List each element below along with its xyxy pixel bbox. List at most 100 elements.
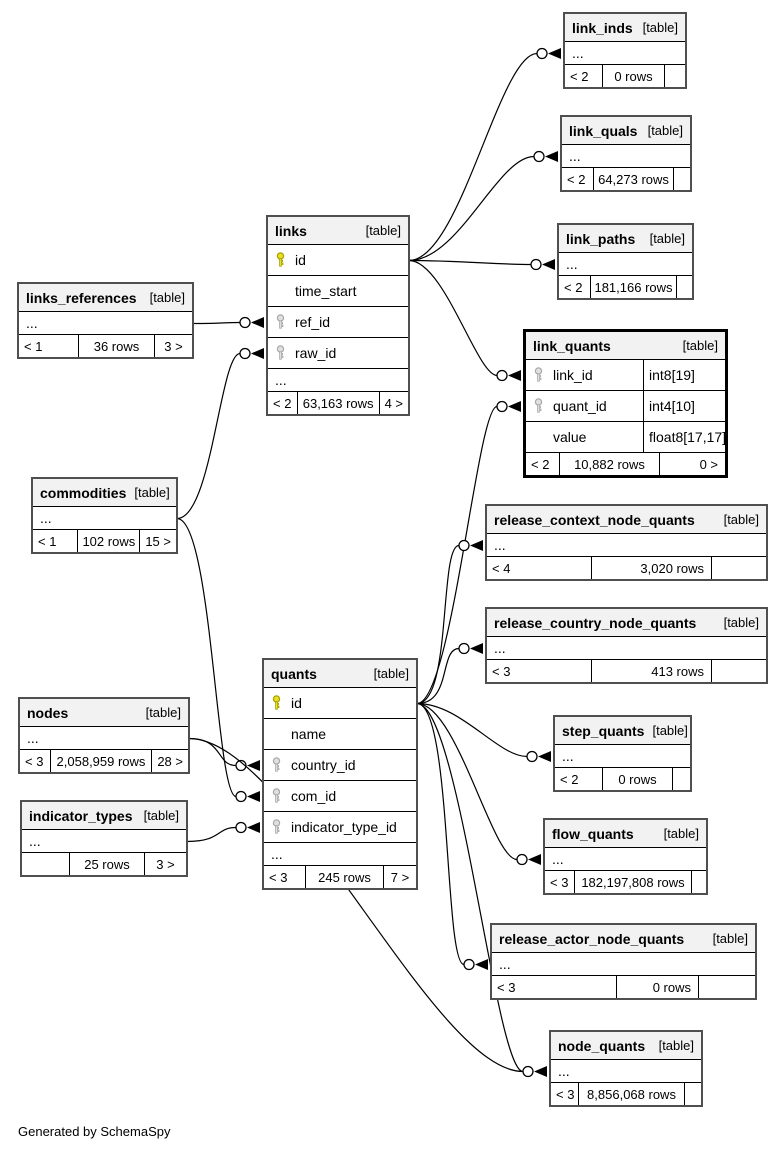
table-header-commodities[interactable]: commodities[table]	[33, 479, 176, 507]
links-column-ref_id: ref_id	[268, 307, 408, 338]
footer-row-count: 8,856,068 rows	[579, 1083, 685, 1105]
footer-row-count: 0 rows	[617, 976, 699, 998]
links_references-collapsed-columns: ...	[19, 312, 192, 335]
links-column-id: id	[268, 245, 408, 276]
fk-edge-commodities-~-to-quants-com_id	[176, 517, 237, 798]
quants-column-com_id: com_id	[264, 781, 416, 812]
column-cell: name	[264, 719, 416, 749]
footer-row-count: 0 rows	[603, 65, 665, 87]
footer-parents-count: < 4	[487, 557, 592, 579]
table-header-link_paths[interactable]: link_paths[table]	[559, 225, 692, 253]
footer-row-count: 245 rows	[306, 866, 384, 888]
release_context_node_quants-collapsed-columns: ...	[487, 534, 766, 557]
table-header-release_context_node_quants[interactable]: release_context_node_quants[table]	[487, 506, 766, 534]
footer-parents-count: < 2	[526, 453, 560, 475]
cardinality-circle-icon	[536, 47, 548, 60]
table-header-flow_quants[interactable]: flow_quants[table]	[545, 820, 706, 848]
column-cell: id	[268, 245, 408, 275]
fk-arrowhead-icon	[247, 822, 260, 833]
footer-row-count: 3,020 rows	[592, 557, 712, 579]
fk-arrowhead-icon	[470, 540, 483, 551]
fk-edge-indicator_types-~-to-quants-indicator_type_id	[186, 826, 237, 843]
table-type-tag: [table]	[712, 931, 748, 946]
table-header-link_quants[interactable]: link_quants[table]	[526, 332, 725, 360]
footer-children-count	[673, 768, 690, 790]
links-collapsed-columns: ...	[268, 369, 408, 392]
fk-edge-quants-id-to-node_quants-~	[416, 702, 524, 1073]
quants-column-country_id: country_id	[264, 750, 416, 781]
table-name: indicator_types	[29, 807, 133, 824]
footer-children-count	[712, 660, 766, 682]
table-name: release_country_node_quants	[494, 614, 697, 631]
fk-edge-quants-id-to-flow_quants-~	[416, 702, 518, 861]
fk-edge-nodes-~-to-node_quants-~	[188, 737, 524, 1073]
cardinality-circle-icon	[235, 790, 247, 803]
table-header-links[interactable]: links[table]	[268, 217, 408, 245]
footer-parents-count: < 3	[20, 750, 51, 772]
table-header-links_references[interactable]: links_references[table]	[19, 284, 192, 312]
table-release_country_node_quants[interactable]: release_country_node_quants[table]...< 3…	[485, 607, 768, 684]
node_quants-collapsed-columns: ...	[551, 1060, 701, 1083]
table-type-tag: [table]	[642, 20, 678, 35]
footer-row-count: 25 rows	[70, 853, 145, 875]
table-header-indicator_types[interactable]: indicator_types[table]	[22, 802, 186, 830]
column-name: com_id	[291, 788, 337, 804]
generated-by-credit: Generated by SchemaSpy	[18, 1124, 171, 1139]
fk-arrowhead-icon	[538, 751, 551, 762]
foreign-key-icon	[534, 367, 543, 382]
footer-parents-count: < 2	[268, 392, 298, 414]
table-header-step_quants[interactable]: step_quants[table]	[555, 717, 690, 745]
cardinality-circle-icon	[463, 958, 475, 971]
column-cell: country_id	[264, 750, 416, 780]
table-type-tag: [table]	[373, 666, 409, 681]
cardinality-circle-icon	[235, 759, 247, 772]
footer-row-count: 182,197,808 rows	[575, 871, 692, 893]
table-header-link_quals[interactable]: link_quals[table]	[562, 117, 690, 145]
table-release_context_node_quants[interactable]: release_context_node_quants[table]...< 4…	[485, 504, 768, 581]
fk-edge-links-id-to-link_paths-~	[408, 259, 532, 266]
footer-row-count: 102 rows	[78, 530, 141, 552]
table-name: link_paths	[566, 230, 636, 247]
link_quals-collapsed-columns: ...	[562, 145, 690, 168]
table-header-link_inds[interactable]: link_inds[table]	[565, 14, 685, 42]
fk-edge-quants-id-to-release_context_node_quants-~	[416, 544, 460, 705]
table-header-node_quants[interactable]: node_quants[table]	[551, 1032, 701, 1060]
table-header-release_country_node_quants[interactable]: release_country_node_quants[table]	[487, 609, 766, 637]
footer-parents-count: < 2	[565, 65, 603, 87]
footer-children-count: 4 >	[384, 395, 403, 411]
table-header-release_actor_node_quants[interactable]: release_actor_node_quants[table]	[492, 925, 755, 953]
table-header-quants[interactable]: quants[table]	[264, 660, 416, 688]
table-name: release_context_node_quants	[494, 511, 695, 528]
quants-collapsed-columns: ...	[264, 843, 416, 866]
cardinality-circle-icon	[239, 316, 251, 329]
foreign-key-icon	[272, 819, 281, 834]
foreign-key-icon	[276, 345, 285, 360]
fk-edge-links-id-to-link_quants-link_id	[408, 259, 498, 377]
column-cell: quant_id	[526, 391, 643, 421]
footer-row-count: 64,273 rows	[594, 168, 674, 190]
footer-children-count: 0 >	[699, 456, 718, 472]
table-header-nodes[interactable]: nodes[table]	[20, 699, 188, 727]
